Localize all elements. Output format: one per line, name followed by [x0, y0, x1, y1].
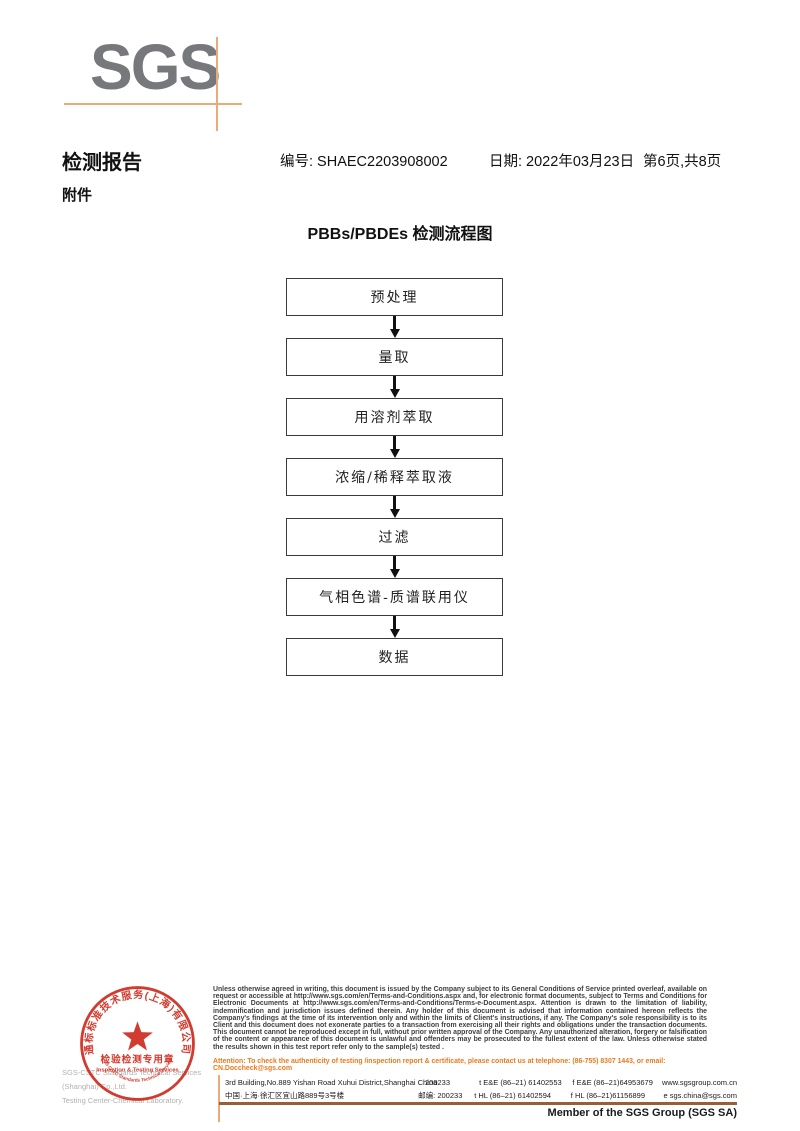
flow-step-pretreatment: 预处理 — [286, 278, 503, 316]
footer-rule — [219, 1102, 737, 1105]
flow-step-concentrate-dilute: 浓缩/稀释萃取液 — [286, 458, 503, 496]
stamp-star-icon — [122, 1021, 153, 1051]
stamp-ring-text: 通标标准技术服务(上海)有限公司 — [82, 988, 191, 1056]
flow-step-filter: 过滤 — [286, 518, 503, 556]
telephone-en: t E&E (86–21) 61402553 — [479, 1078, 562, 1087]
email: e sgs.china@sgs.com — [663, 1091, 737, 1100]
postcode-cn: 邮编: 200233 — [418, 1091, 463, 1100]
inspection-stamp-icon: 通标标准技术服务(上海)有限公司 检验检测专用章 Inspection & Te… — [77, 983, 195, 1101]
down-arrow-icon — [286, 616, 503, 638]
report-date: 日期: 2022年03月23日 — [489, 154, 635, 170]
down-arrow-icon — [286, 496, 503, 518]
address-block: 3rd Building,No.889 Yishan Road Xuhui Di… — [225, 1076, 737, 1102]
svg-text:通标标准技术服务(上海)有限公司: 通标标准技术服务(上海)有限公司 — [82, 988, 192, 1056]
down-arrow-icon — [286, 316, 503, 338]
flow-step-measure: 量取 — [286, 338, 503, 376]
flow-step-solvent-extraction: 用溶剂萃取 — [286, 398, 503, 436]
logo-crosshair-vertical — [216, 37, 218, 131]
attachment-label: 附件 — [62, 187, 93, 204]
telephone-cn: t HL (86–21) 61402594 — [474, 1091, 552, 1100]
address-divider-vertical — [218, 1075, 220, 1122]
attention-text: Attention: To check the authenticity of … — [213, 1058, 666, 1073]
flowchart-title: PBBs/PBDEs 检测流程图 — [307, 226, 493, 243]
website: www.sgsgroup.com.cn — [661, 1078, 737, 1087]
address-cn: 中国·上海·徐汇区宜山路889号3号楼 — [225, 1091, 345, 1100]
address-row-en: 3rd Building,No.889 Yishan Road Xuhui Di… — [225, 1076, 737, 1089]
down-arrow-icon — [286, 556, 503, 578]
sgs-member-text: Member of the SGS Group (SGS SA) — [547, 1107, 737, 1119]
company-name-gray: SGS-CSTC Standards Technical Services (S… — [62, 1066, 232, 1108]
down-arrow-icon — [286, 436, 503, 458]
report-number: 编号: SHAEC2203908002 — [280, 154, 448, 170]
stamp-center-sublabel: Inspection & Testing Services — [96, 1068, 178, 1074]
company-name-line1: SGS-CSTC Standards Technical Services (S… — [62, 1068, 202, 1091]
postcode-en: 200233 — [425, 1078, 451, 1087]
sgs-logo: SGS — [90, 31, 221, 103]
address-row-cn: 中国·上海·徐汇区宜山路889号3号楼 邮编: 200233 t HL (86–… — [225, 1089, 737, 1102]
flowchart: 预处理 量取 用溶剂萃取 浓缩/稀释萃取液 过滤 气相色谱-质谱联用仪 数据 — [286, 278, 503, 676]
address-en: 3rd Building,No.889 Yishan Road Xuhui Di… — [225, 1078, 438, 1087]
down-arrow-icon — [286, 376, 503, 398]
legal-disclaimer-text: Unless otherwise agreed in writing, this… — [213, 986, 707, 1051]
fax-en: f E&E (86–21)64953679 — [572, 1078, 653, 1087]
fax-cn: f HL (86–21)61156899 — [570, 1091, 646, 1100]
page-indicator: 第6页,共8页 — [643, 154, 722, 170]
stamp-center-label: 检验检测专用章 — [101, 1054, 175, 1066]
company-name-line2: Testing Center-Chemical Laboratory. — [62, 1096, 184, 1105]
report-title: 检测报告 — [62, 152, 142, 174]
flow-step-gcms: 气相色谱-质谱联用仪 — [286, 578, 503, 616]
logo-crosshair-horizontal — [64, 103, 242, 105]
flow-step-data: 数据 — [286, 638, 503, 676]
